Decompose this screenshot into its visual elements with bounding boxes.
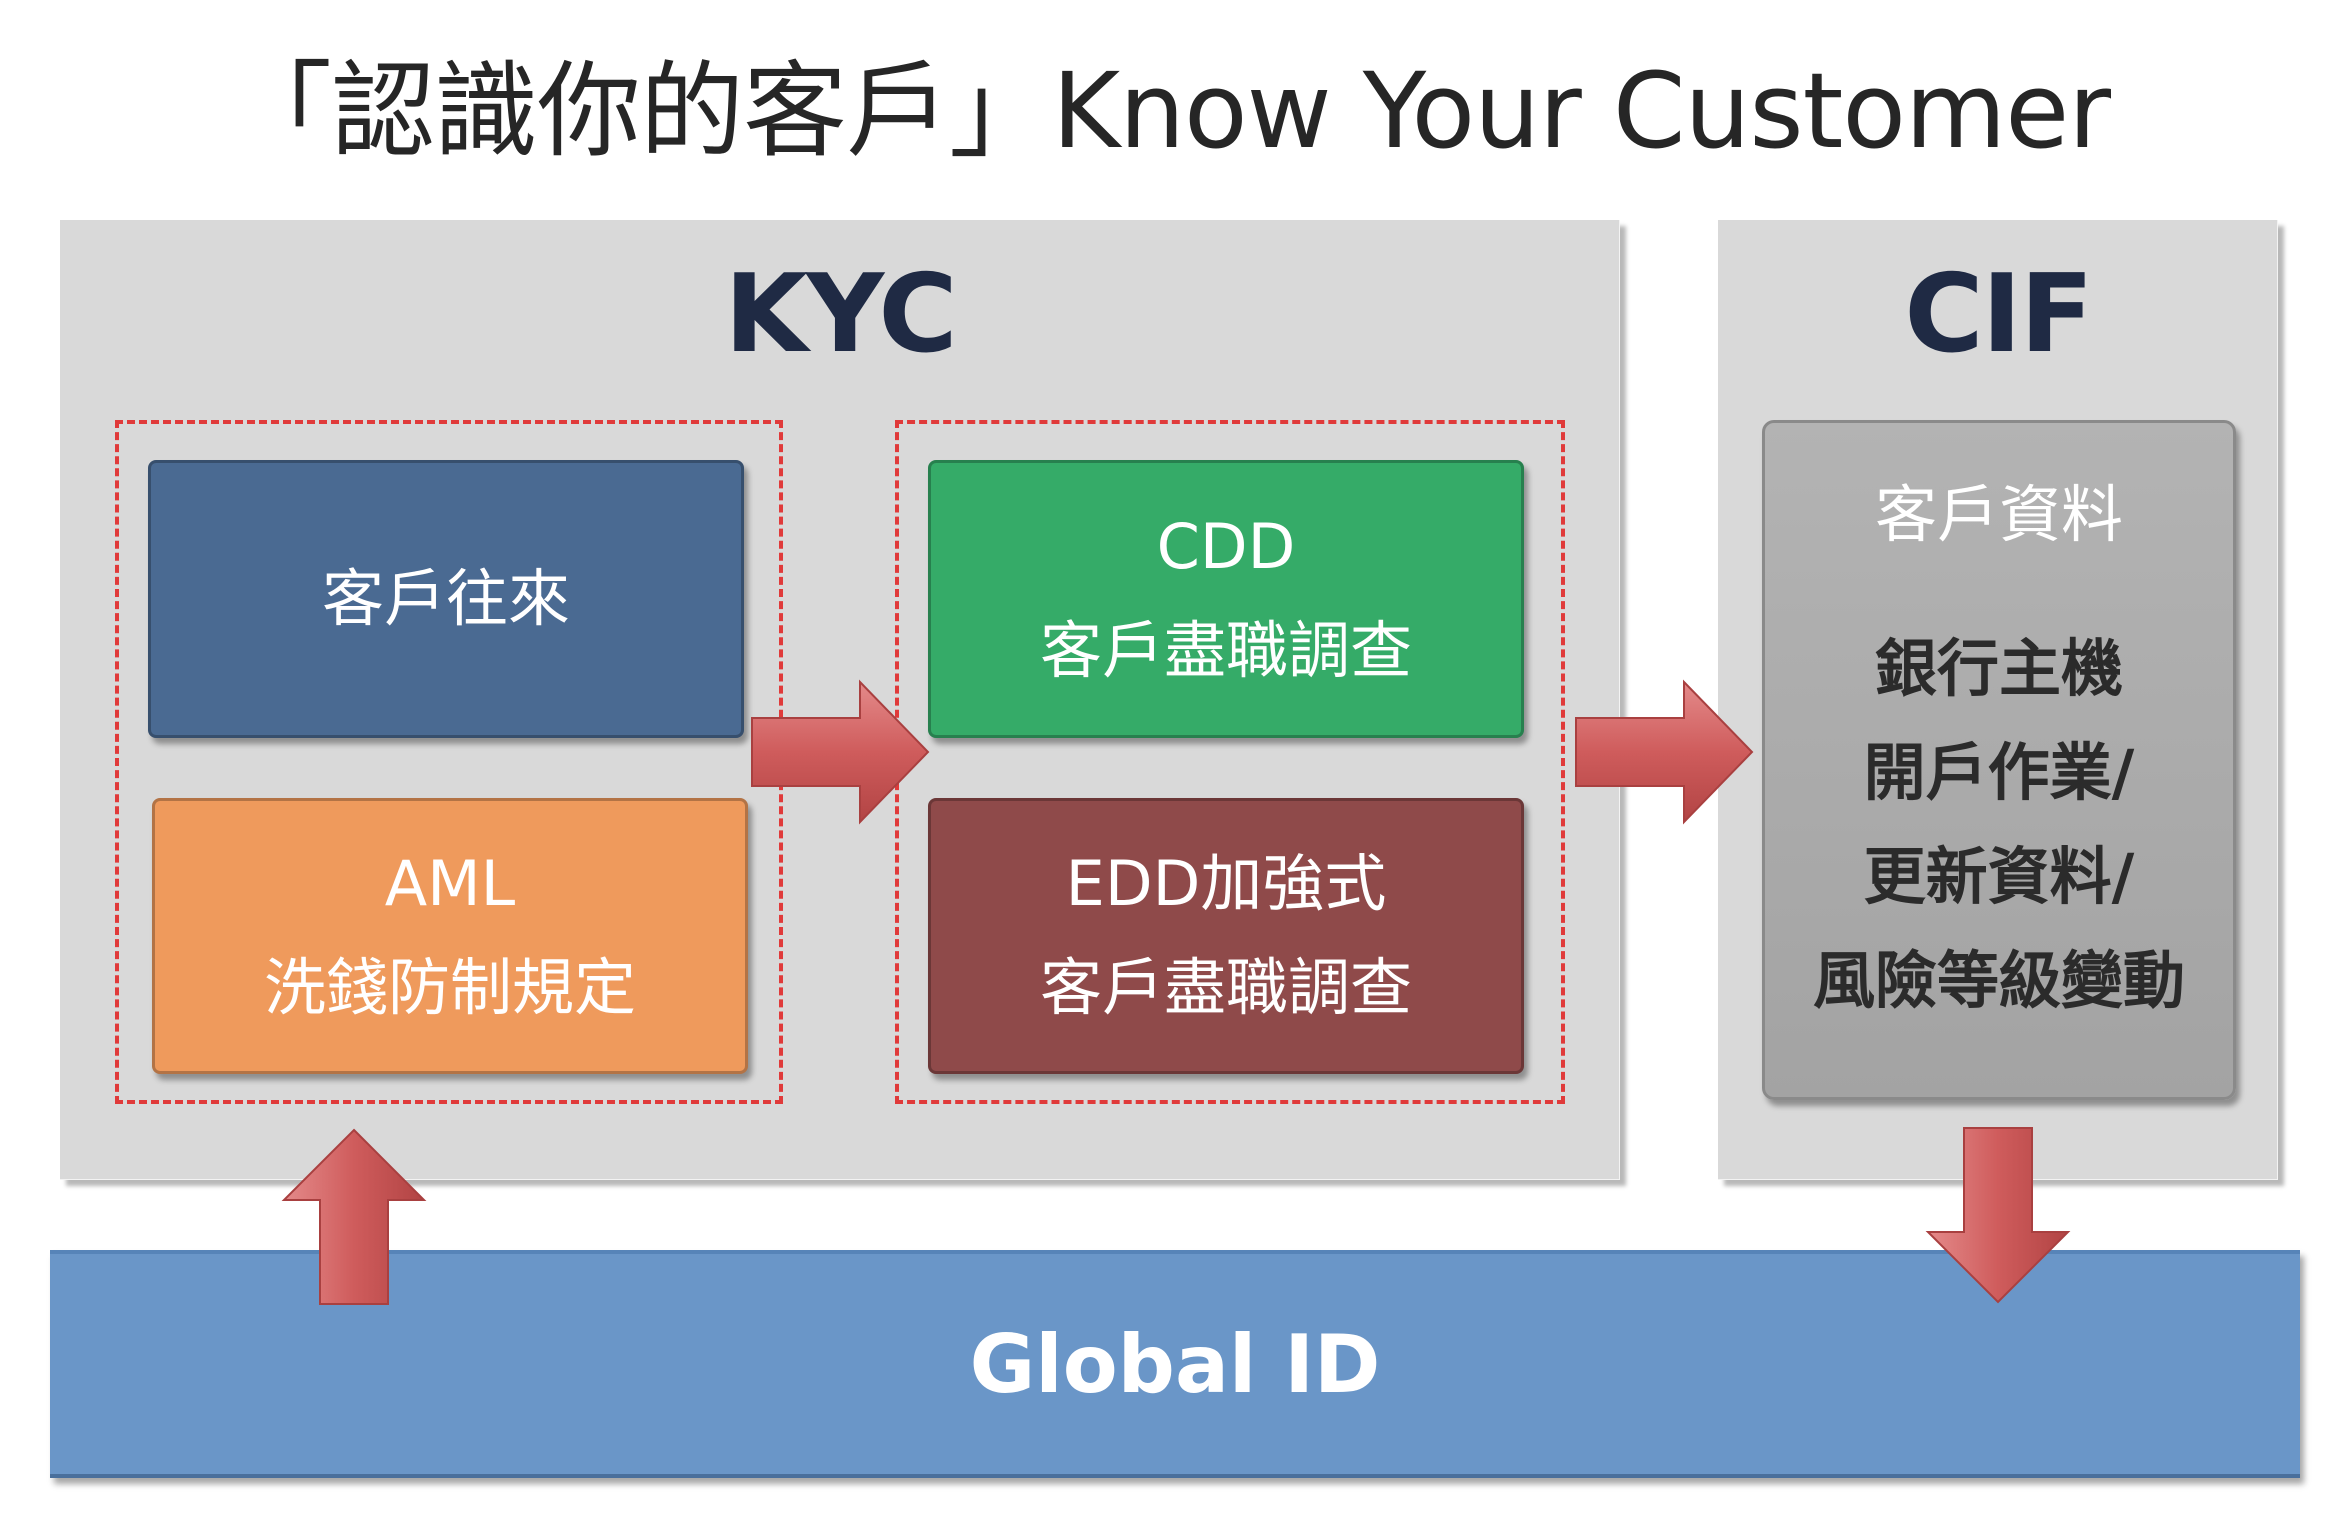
cif-panel: CIF 客戶資料 銀行主機 開戶作業/ 更新資料/ 風險等級變動 [1718, 220, 2278, 1180]
edd-label: EDD加強式 [1065, 847, 1387, 920]
cif-heading: 客戶資料 [1874, 478, 2123, 551]
global-id-bar: Global ID [50, 1250, 2300, 1478]
customer-relation-box: 客戶往來 [148, 460, 744, 738]
arrow-right-icon [751, 679, 930, 825]
cdd-description: 客戶盡職調查 [1039, 614, 1412, 687]
cif-line: 更新資料/ [1863, 840, 2135, 913]
arrow-right-icon [1575, 679, 1754, 825]
global-id-label: Global ID [969, 1317, 1381, 1411]
aml-box: AML 洗錢防制規定 [152, 798, 748, 1074]
cif-title: CIF [1904, 252, 2093, 377]
arrow-down-icon [1925, 1127, 2071, 1304]
arrow-up-icon [281, 1128, 427, 1305]
aml-description: 洗錢防制規定 [263, 951, 636, 1024]
page-title: 「認識你的客戶」Know Your Customer [227, 50, 2111, 172]
cdd-label: CDD [1156, 510, 1296, 583]
cif-line: 開戶作業/ [1863, 736, 2135, 809]
aml-label: AML [384, 847, 516, 920]
cif-data-box: 客戶資料 銀行主機 開戶作業/ 更新資料/ 風險等級變動 [1762, 420, 2236, 1100]
cif-line: 風險等級變動 [1812, 944, 2185, 1017]
kyc-panel: KYC 客戶往來 AML 洗錢防制規定 CDD 客戶盡職調查 EDD加強式 客戶… [60, 220, 1620, 1180]
edd-description: 客戶盡職調查 [1039, 951, 1412, 1024]
customer-relation-label: 客戶往來 [321, 562, 570, 635]
kyc-title: KYC [724, 252, 957, 377]
cif-line: 銀行主機 [1874, 632, 2123, 705]
cdd-box: CDD 客戶盡職調查 [928, 460, 1524, 738]
edd-box: EDD加強式 客戶盡職調查 [928, 798, 1524, 1074]
